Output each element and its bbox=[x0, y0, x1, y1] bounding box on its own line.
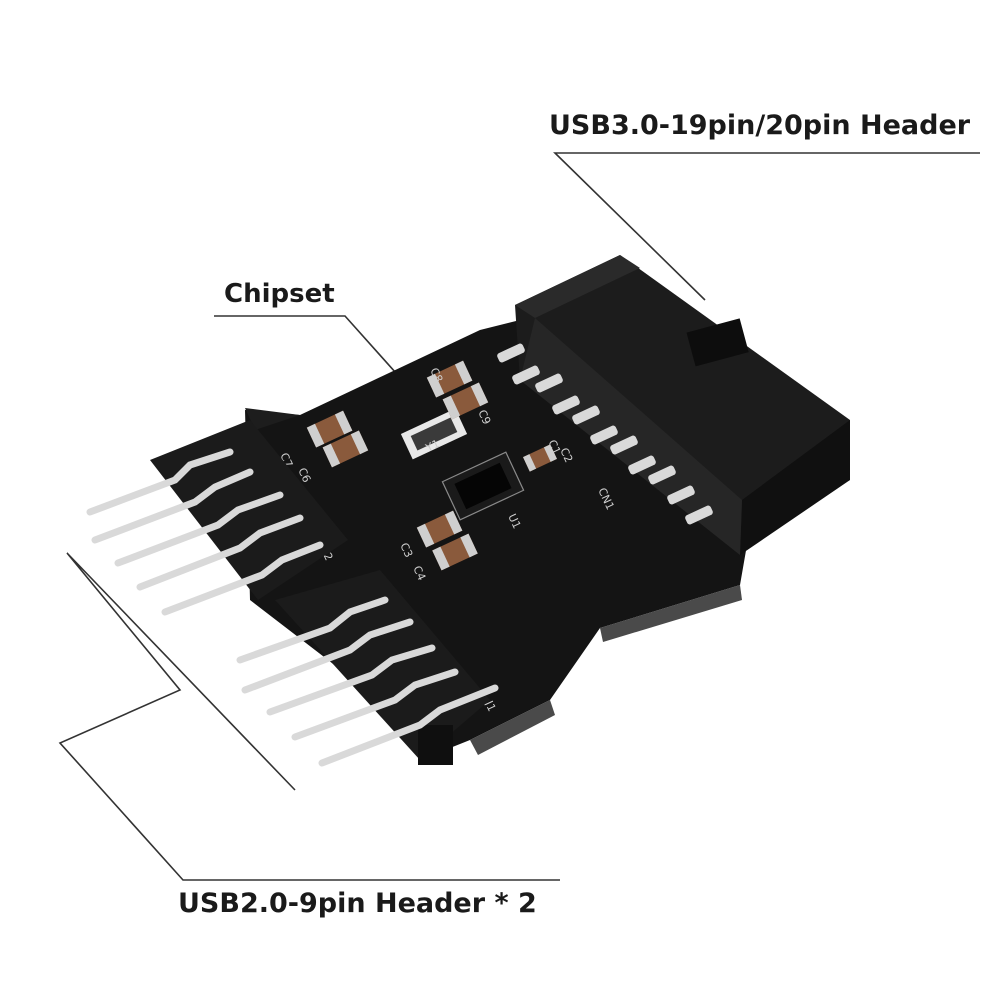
silk-c9: C9 bbox=[475, 408, 493, 427]
usb3-connector bbox=[497, 255, 850, 555]
j2-pins bbox=[86, 448, 324, 616]
silk-c4: C4 bbox=[410, 564, 428, 583]
crystal-y1 bbox=[400, 408, 468, 460]
silk-c6: C6 bbox=[295, 466, 313, 485]
capacitor-c4 bbox=[432, 533, 478, 571]
capacitor-c3 bbox=[416, 510, 463, 548]
silk-c2: C2 bbox=[557, 446, 575, 465]
silk-y1: Y1 bbox=[423, 437, 442, 455]
usb3-header-label: USB3.0-19pin/20pin Header bbox=[549, 110, 971, 141]
chipset-label: Chipset bbox=[224, 279, 335, 309]
silk-c8: C8 bbox=[427, 366, 445, 385]
j1-pins bbox=[236, 596, 499, 767]
usb2-callout-line bbox=[58, 552, 560, 881]
capacitor-c6 bbox=[322, 430, 369, 468]
capacitor-c1-c2 bbox=[523, 444, 557, 472]
capacitor-c8 bbox=[426, 360, 473, 398]
silk-c1: C1 bbox=[545, 438, 563, 457]
silk-c3: C3 bbox=[397, 541, 415, 560]
usb2-header-label: USB2.0-9pin Header * 2 bbox=[178, 888, 537, 919]
chip-u1 bbox=[441, 451, 525, 521]
capacitor-c7 bbox=[306, 410, 353, 448]
capacitors bbox=[306, 360, 557, 571]
usb2-header-j2 bbox=[86, 420, 348, 616]
capacitor-c9 bbox=[442, 382, 489, 420]
usb3-pins bbox=[497, 343, 713, 525]
silk-u1: U1 bbox=[505, 512, 523, 531]
usb2-header-j1 bbox=[236, 570, 499, 767]
usb3-callout-line bbox=[553, 152, 980, 301]
